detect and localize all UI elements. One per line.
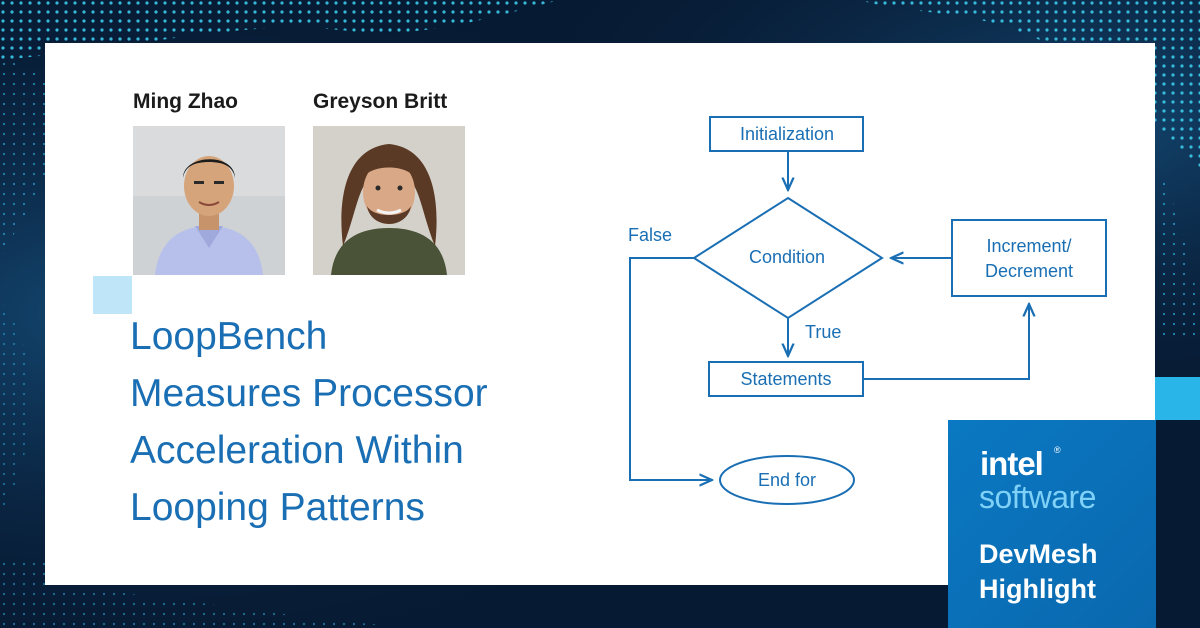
end-node <box>719 455 855 505</box>
author-name: Ming Zhao <box>133 90 238 113</box>
registered-mark: ® <box>1054 445 1061 455</box>
program-line: DevMesh <box>979 539 1098 569</box>
init-node <box>709 116 864 152</box>
accent-square <box>1155 377 1200 420</box>
statements-label: Statements <box>740 369 831 389</box>
true-label: True <box>805 322 841 342</box>
headline-accent-square <box>93 276 132 314</box>
edge-statements-to-increment <box>863 304 1029 380</box>
headline-line: Looping Patterns <box>130 486 425 529</box>
condition-label: Condition <box>749 247 825 267</box>
increment-label: Increment/ <box>986 236 1071 256</box>
increment-node <box>951 219 1107 297</box>
program-line: Highlight <box>979 574 1096 604</box>
author-photo <box>313 126 465 275</box>
false-label: False <box>628 225 672 245</box>
increment-label: Decrement <box>985 261 1073 281</box>
init-label: Initialization <box>740 124 834 144</box>
headline: LoopBench Measures Processor Acceleratio… <box>130 308 600 536</box>
intel-logo: intel <box>980 445 1044 482</box>
headline-line: Acceleration Within <box>130 429 464 472</box>
devmesh-highlight-label: DevMesh Highlight <box>979 537 1098 607</box>
devmesh-badge: intel ® software DevMesh Highlight <box>948 420 1156 628</box>
headline-line: Measures Processor <box>130 372 488 415</box>
loop-flowchart: Initialization Condition Increment/ Decr… <box>628 116 1107 505</box>
end-label: End for <box>758 470 816 490</box>
software-wordmark: software <box>979 479 1096 515</box>
edge-condition-to-end <box>629 257 712 480</box>
author-name: Greyson Britt <box>313 90 448 113</box>
headline-line: LoopBench <box>130 315 328 358</box>
author-photo <box>133 126 285 275</box>
